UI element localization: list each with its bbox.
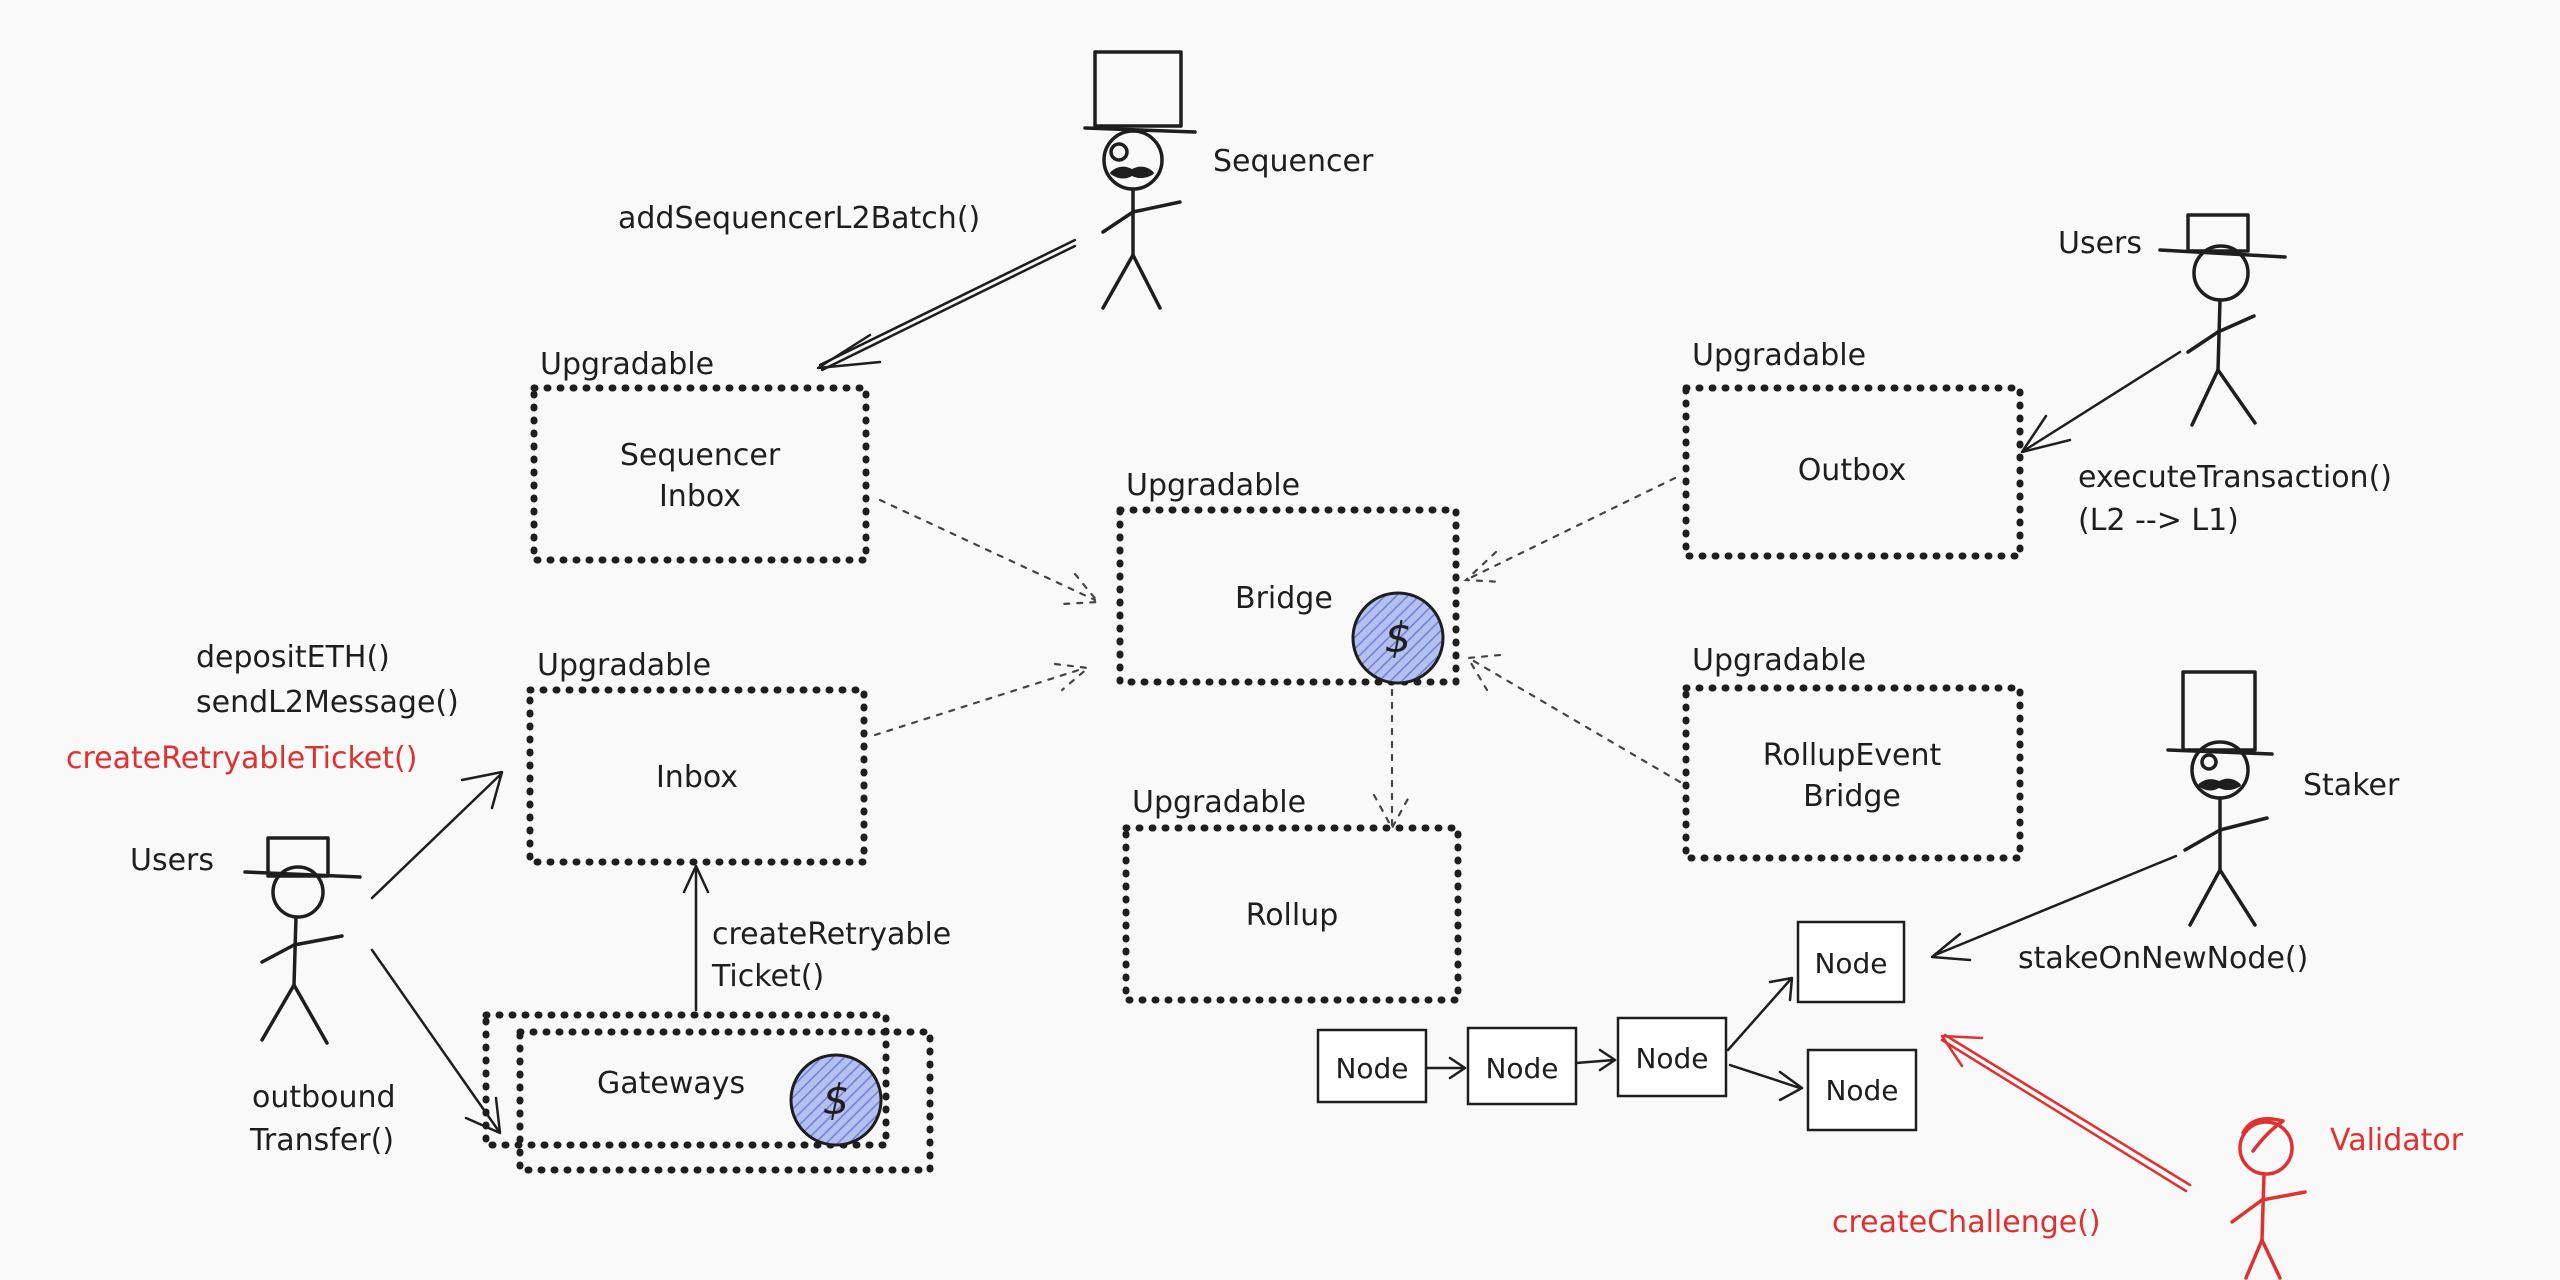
staker-label: Staker xyxy=(2303,768,2400,803)
node-1 xyxy=(1316,1028,1428,1104)
bridge-label: Bridge xyxy=(1235,581,1333,616)
call-arrows xyxy=(370,238,2182,1135)
svg-text:$: $ xyxy=(823,1075,850,1124)
sequencer-actor-icon xyxy=(1083,50,1197,310)
users-left-label: Users xyxy=(130,843,214,878)
rollup-node-chain: Node Node Node Node Node xyxy=(1316,920,1918,1132)
execute-transaction-call: executeTransaction() xyxy=(2078,460,2392,495)
svg-text:Node: Node xyxy=(1814,947,1887,980)
deposit-eth-call: depositETH() xyxy=(196,640,390,675)
node-2 xyxy=(1466,1026,1578,1106)
gateways-box xyxy=(482,1011,934,1174)
stake-on-new-node-call: stakeOnNewNode() xyxy=(2018,941,2308,976)
validator-label: Validator xyxy=(2330,1123,2464,1158)
node-chain-arrows xyxy=(1424,976,1804,1102)
add-sequencer-batch-call: addSequencerL2Batch() xyxy=(618,201,980,236)
execute-transaction-note: (L2 --> L1) xyxy=(2078,503,2239,538)
rollup-box xyxy=(1122,824,1462,1004)
users-left-actor-icon xyxy=(243,836,362,1045)
rollup-event-bridge-box xyxy=(1682,684,2024,862)
sequencer-inbox-line1: Sequencer xyxy=(620,438,781,473)
sequencer-label: Sequencer xyxy=(1213,144,1374,179)
sequencer-inbox-line2: Inbox xyxy=(659,479,741,514)
inbox-upgradable-tag: Upgradable xyxy=(537,648,711,683)
dashed-connectors xyxy=(873,476,1682,831)
svg-text:$: $ xyxy=(1385,613,1412,662)
validator-actor-icon xyxy=(2230,1117,2307,1280)
create-retryable-ticket-split-line2: Ticket() xyxy=(711,959,824,994)
svg-text:Node: Node xyxy=(1335,1052,1408,1085)
create-retryable-ticket-call: createRetryableTicket() xyxy=(66,741,417,776)
outbound-transfer-line2: Transfer() xyxy=(249,1123,394,1158)
rollup-label: Rollup xyxy=(1246,898,1339,933)
rollup-upgradable-tag: Upgradable xyxy=(1132,785,1306,820)
node-5 xyxy=(1806,1048,1918,1132)
inbox-box xyxy=(526,686,868,866)
outbox-upgradable-tag: Upgradable xyxy=(1692,338,1866,373)
outbox-box xyxy=(1682,384,2024,560)
svg-text:Node: Node xyxy=(1825,1074,1898,1107)
users-top-actor-icon xyxy=(2158,213,2287,427)
inbox-label: Inbox xyxy=(656,760,738,795)
send-l2-message-call: sendL2Message() xyxy=(196,685,459,720)
challenge-arrow xyxy=(1940,1033,2192,1193)
bridge-eth-coin-icon: $ xyxy=(1351,591,1445,685)
sequencer-inbox-box xyxy=(530,384,870,564)
create-retryable-ticket-split-line1: createRetryable xyxy=(712,917,951,952)
outbound-transfer-line1: outbound xyxy=(252,1080,396,1115)
svg-text:Node: Node xyxy=(1485,1052,1558,1085)
users-top-label: Users xyxy=(2058,226,2142,261)
rollup-event-bridge-line1: RollupEvent xyxy=(1763,738,1942,773)
rollup-event-bridge-line2: Bridge xyxy=(1803,779,1901,814)
gateways-label: Gateways xyxy=(597,1066,745,1101)
rollup-event-bridge-upgradable-tag: Upgradable xyxy=(1692,643,1866,678)
create-challenge-call: createChallenge() xyxy=(1832,1205,2101,1240)
bridge-upgradable-tag: Upgradable xyxy=(1126,468,1300,503)
gateways-eth-coin-icon: $ xyxy=(789,1053,883,1147)
node-3 xyxy=(1616,1016,1728,1098)
sequencer-inbox-upgradable-tag: Upgradable xyxy=(540,347,714,382)
node-4 xyxy=(1796,920,1906,1004)
bridge-box xyxy=(1116,506,1460,686)
outbox-label: Outbox xyxy=(1798,453,1907,488)
svg-text:Node: Node xyxy=(1635,1042,1708,1075)
staker-actor-icon xyxy=(2166,670,2274,927)
